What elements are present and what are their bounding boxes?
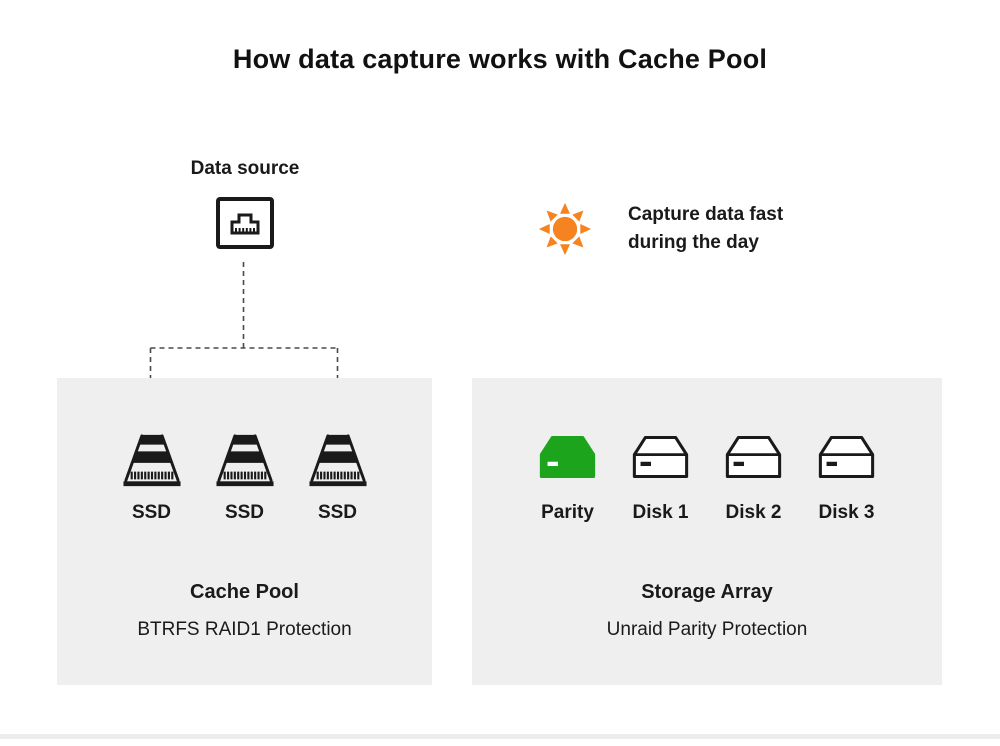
data-source-label: Data source [190,158,300,179]
day-capture-annotation: Capture data fast during the day [628,201,783,257]
storage-array-description: Unraid Parity Protection [606,619,808,640]
cache-pool-description: BTRFS RAID1 Protection [137,619,352,640]
annotation-line-2: during the day [628,232,759,253]
drive-label: Disk 3 [818,502,875,523]
sun-icon [538,202,592,256]
array-drive-2: Disk 2 [707,432,800,524]
page-title: How data capture works with Cache Pool [232,44,768,74]
drive-label: SSD [131,502,172,523]
storage-array-drives: Parity Disk 1 Disk 2 Disk 3 [472,432,942,524]
ssd-drive-2: SSD [198,432,291,524]
storage-array-panel: Parity Disk 1 Disk 2 Disk 3 Storage Arra… [472,378,942,685]
disk-icon [818,436,875,478]
annotation-line-1: Capture data fast [628,204,784,225]
disk-icon [725,436,782,478]
parity-disk-icon [539,436,596,478]
drive-label: SSD [317,502,358,523]
bottom-divider [0,734,1000,739]
array-drive-3: Disk 3 [800,432,893,524]
storage-array-name: Storage Array [641,581,773,603]
cache-pool-panel: SSD SSD SSD Cache Pool BTRFS RAID1 Prote… [57,378,432,685]
drive-label: Disk 1 [632,502,689,523]
data-source-group: Data source [130,158,360,254]
ethernet-port-icon [216,197,274,249]
ssd-icon [122,433,181,488]
disk-icon [632,436,689,478]
ssd-drive-3: SSD [291,432,384,524]
drive-label: SSD [224,502,265,523]
ssd-icon [308,433,367,488]
ssd-drive-1: SSD [105,432,198,524]
cache-pool-name: Cache Pool [190,581,299,603]
parity-drive: Parity [521,432,614,524]
array-drive-1: Disk 1 [614,432,707,524]
cache-pool-drives: SSD SSD SSD [57,432,432,524]
ssd-icon [215,433,274,488]
drive-label: Disk 2 [725,502,782,523]
drive-label: Parity [541,502,594,523]
